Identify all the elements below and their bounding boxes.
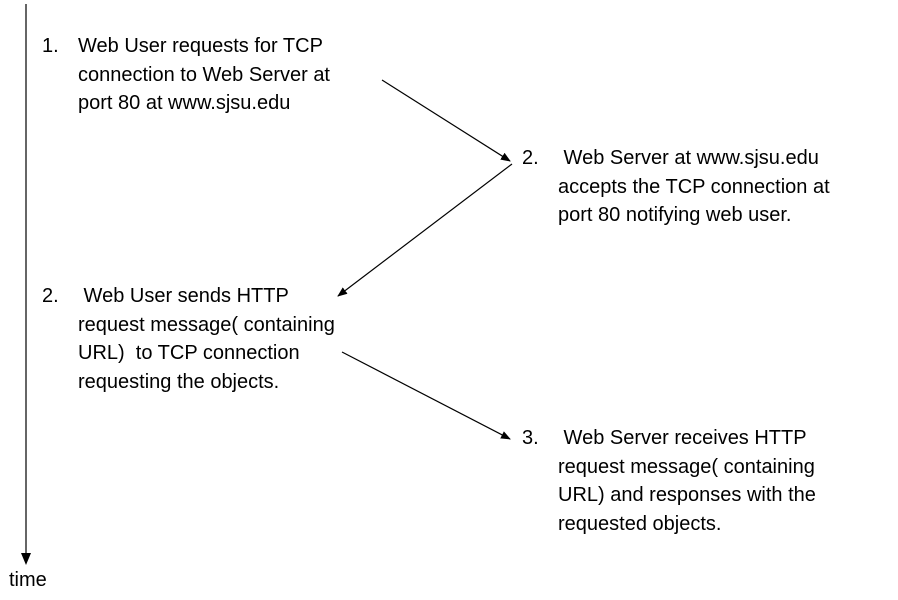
- time-axis-label: time: [9, 569, 47, 591]
- step-text-line: requested objects.: [558, 512, 722, 535]
- step-text-line: requesting the objects.: [78, 370, 280, 393]
- step-text-line: Web User sends HTTP: [78, 285, 289, 307]
- step-text-line: port 80 notifying web user.: [558, 204, 792, 226]
- step-text-line: Web Server receives HTTP: [558, 427, 807, 449]
- step-text-line: URL) and responses with the: [558, 484, 816, 506]
- step-text: Web Server at www.sjsu.edu accepts the TC…: [558, 144, 830, 230]
- step-text-line: request message( containing: [558, 455, 815, 478]
- arrow-step1-to-step2-server: [381, 79, 511, 162]
- step-text: Web Server receives HTTP request message(…: [558, 424, 816, 538]
- step-number: 2.: [522, 147, 539, 169]
- arrow-step2-server-to-step2-user: [337, 163, 513, 297]
- step-text-line: accepts the TCP connection at: [558, 175, 830, 198]
- step-number: 3.: [522, 427, 539, 449]
- arrow-step2-user-to-step3-server: [341, 351, 511, 440]
- step-text: Web User requests for TCP connection to W…: [78, 32, 330, 118]
- step-text-line: port 80 at www.sjsu.edu: [78, 92, 291, 114]
- step-text: Web User sends HTTP request message( cont…: [78, 282, 335, 396]
- step-text-line: Web User requests for TCP: [78, 35, 323, 57]
- step-number: 1.: [42, 35, 59, 57]
- time-axis-arrowhead: [21, 553, 31, 565]
- step-text-line: request message( containing: [78, 313, 335, 336]
- step-text-line: connection to Web Server at: [78, 63, 330, 86]
- step-number: 2.: [42, 285, 59, 307]
- step-text-line: Web Server at www.sjsu.edu: [558, 147, 819, 169]
- step-text-line: URL) to TCP connection: [78, 342, 300, 364]
